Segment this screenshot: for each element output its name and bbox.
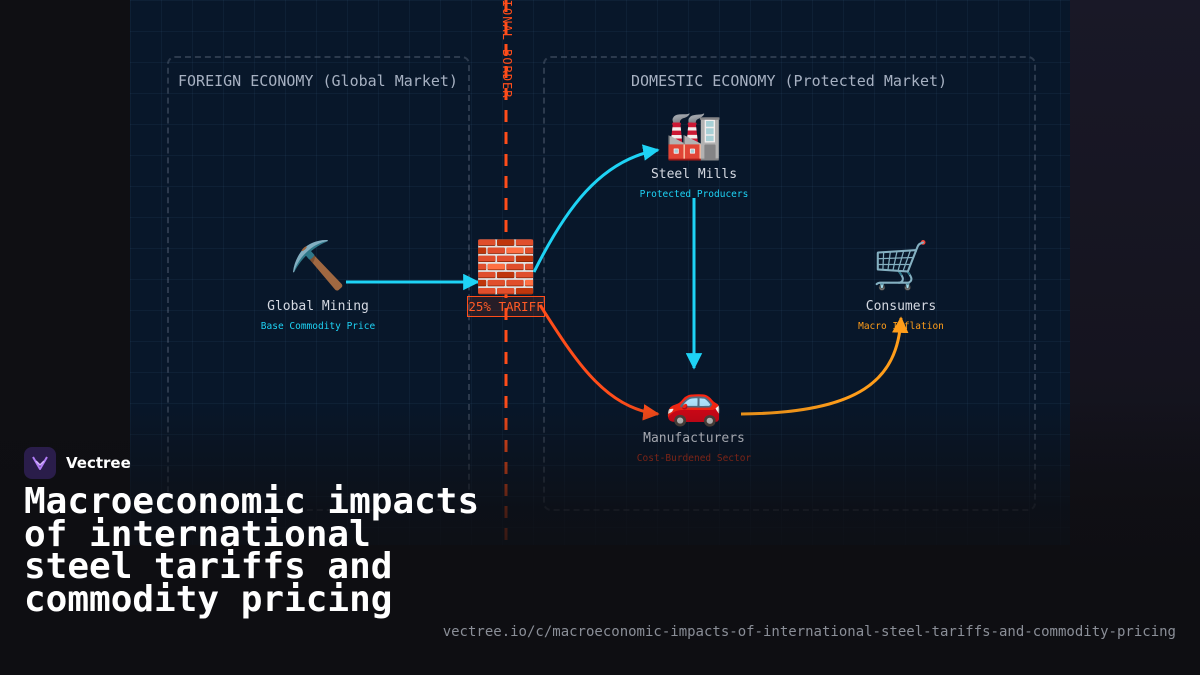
arrow-tariff-to-manufacturers xyxy=(538,304,660,421)
shopping-cart-icon: 🛒 xyxy=(872,238,930,292)
domestic-economy-title: DOMESTIC ECONOMY (Protected Market) xyxy=(631,72,948,90)
page-title: Macroeconomic impacts of international s… xyxy=(24,481,480,620)
foreign-economy-title: FOREIGN ECONOMY (Global Market) xyxy=(178,72,458,90)
consumers-label: Consumers xyxy=(865,299,937,314)
factory-icon: 🏭 xyxy=(665,108,723,162)
steel-mills-label: Steel Mills xyxy=(650,167,738,182)
manufacturers-sub: Cost-Burdened Sector xyxy=(636,453,752,464)
page-url[interactable]: vectree.io/c/macroeconomic-impacts-of-in… xyxy=(442,624,1176,640)
brick-wall-icon: 🧱 xyxy=(474,238,538,296)
international-border-label: INTERNATIONAL BORDER xyxy=(500,0,514,99)
tariff-label: 25% TARIFF xyxy=(467,296,545,317)
brand: Vectree xyxy=(24,447,131,479)
global-mining-sub: Base Commodity Price xyxy=(260,321,376,332)
steel-mills-sub: Protected Producers xyxy=(639,189,749,200)
consumers-sub: Macro Inflation xyxy=(858,321,944,332)
arrow-manufacturers-to-consumers xyxy=(740,316,909,416)
brand-name: Vectree xyxy=(66,454,131,472)
pickaxe-icon: ⛏️ xyxy=(289,238,347,292)
global-mining-label: Global Mining xyxy=(267,299,369,314)
vectree-logo-icon xyxy=(24,447,56,479)
manufacturers-label: Manufacturers xyxy=(643,431,745,446)
arrow-tariff-to-steel-mills xyxy=(532,144,660,273)
car-icon: 🚗 xyxy=(665,374,723,428)
